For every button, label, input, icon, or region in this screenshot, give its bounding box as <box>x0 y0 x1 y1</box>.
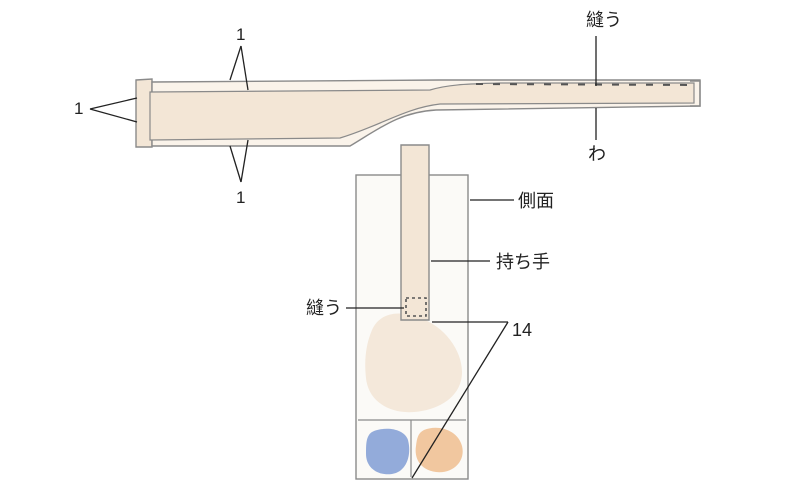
label-allowance-top-upper: 1 <box>236 25 245 44</box>
handle-stitch-box <box>405 297 427 317</box>
seam-stitch-line <box>475 83 695 86</box>
swatch-orange <box>415 427 463 473</box>
panel-wash <box>365 313 462 413</box>
side-panel-diagram <box>355 144 469 480</box>
strap-inner-band <box>149 82 695 141</box>
annotation-handle: 持ち手 <box>431 252 550 272</box>
label-fold: わ <box>588 144 606 164</box>
annotation-allowance-top-upper: 1 <box>229 25 249 91</box>
label-seam-top: 縫う <box>586 10 622 30</box>
label-seam-bottom: 縫う <box>306 298 342 318</box>
annotation-seam-top: 縫う <box>586 10 622 86</box>
label-allowance-left: 1 <box>74 99 83 118</box>
handle-strip <box>400 144 430 321</box>
annotation-allowance-left: 1 <box>74 97 138 123</box>
label-side-panel: 側面 <box>518 191 554 211</box>
annotation-fold: わ <box>588 108 606 164</box>
strap-end-flap <box>135 78 153 148</box>
label-allowance-top-lower: 1 <box>236 188 245 207</box>
annotation-measure-14: 14 <box>411 320 532 479</box>
annotation-allowance-top-lower: 1 <box>229 139 249 207</box>
swatch-blue <box>366 428 410 475</box>
strap-diagram <box>135 78 701 148</box>
label-measure-14: 14 <box>512 320 532 340</box>
annotation-side-panel: 側面 <box>470 191 554 211</box>
strap-fold-end <box>690 80 701 107</box>
label-handle: 持ち手 <box>496 252 550 272</box>
annotation-seam-bottom: 縫う <box>306 298 404 318</box>
